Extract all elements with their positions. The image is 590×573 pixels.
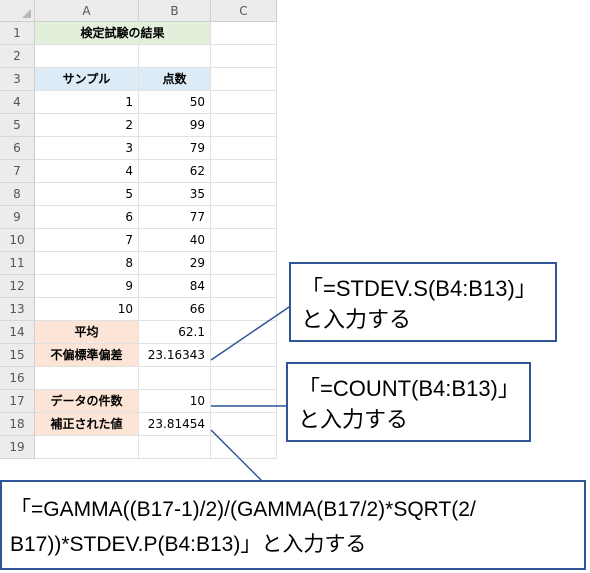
header-score[interactable]: 点数 [139, 68, 211, 91]
row-header-2[interactable]: 2 [0, 45, 35, 68]
callout-count-formula: 「=COUNT(B4:B13)」 [298, 376, 520, 401]
mean-label[interactable]: 平均 [35, 321, 139, 344]
cell-c2[interactable] [211, 45, 277, 68]
callout-stdev: 「=STDEV.S(B4:B13)」 と入力する [289, 262, 557, 342]
cell-c12[interactable] [211, 275, 277, 298]
cell-a2[interactable] [35, 45, 139, 68]
row-header-6[interactable]: 6 [0, 137, 35, 160]
score-cell[interactable]: 62 [139, 160, 211, 183]
stdev-value[interactable]: 23.16343 [139, 344, 211, 367]
callout-gamma-formula-line2: B17))*STDEV.P(B4:B13)」と入力する [10, 533, 367, 556]
row-header-4[interactable]: 4 [0, 91, 35, 114]
count-label[interactable]: データの件数 [35, 390, 139, 413]
score-cell[interactable]: 99 [139, 114, 211, 137]
callout-count-instruction: と入力する [298, 407, 409, 432]
row-header-15[interactable]: 15 [0, 344, 35, 367]
row-header-1[interactable]: 1 [0, 22, 35, 45]
callout-gamma: 「=GAMMA((B17-1)/2)/(GAMMA(B17/2)*SQRT(2/… [0, 480, 586, 570]
cell-c14[interactable] [211, 321, 277, 344]
score-cell[interactable]: 77 [139, 206, 211, 229]
row-header-11[interactable]: 11 [0, 252, 35, 275]
cell-c9[interactable] [211, 206, 277, 229]
row-header-5[interactable]: 5 [0, 114, 35, 137]
connector-gamma [210, 429, 263, 482]
cell-b19[interactable] [139, 436, 211, 459]
cell-c3[interactable] [211, 68, 277, 91]
column-header-c[interactable]: C [211, 0, 277, 22]
callout-count: 「=COUNT(B4:B13)」 と入力する [286, 362, 531, 442]
score-cell[interactable]: 66 [139, 298, 211, 321]
cell-a19[interactable] [35, 436, 139, 459]
score-cell[interactable]: 40 [139, 229, 211, 252]
cell-c15[interactable] [211, 344, 277, 367]
row-header-12[interactable]: 12 [0, 275, 35, 298]
sample-cell[interactable]: 1 [35, 91, 139, 114]
cell-c11[interactable] [211, 252, 277, 275]
cell-c17[interactable] [211, 390, 277, 413]
cell-c10[interactable] [211, 229, 277, 252]
score-cell[interactable]: 35 [139, 183, 211, 206]
cell-c7[interactable] [211, 160, 277, 183]
title-cell[interactable]: 検定試験の結果 [35, 22, 211, 45]
row-header-7[interactable]: 7 [0, 160, 35, 183]
cell-c5[interactable] [211, 114, 277, 137]
row-header-16[interactable]: 16 [0, 367, 35, 390]
header-sample[interactable]: サンプル [35, 68, 139, 91]
cell-c8[interactable] [211, 183, 277, 206]
column-header-a[interactable]: A [35, 0, 139, 22]
score-cell[interactable]: 50 [139, 91, 211, 114]
sample-cell[interactable]: 10 [35, 298, 139, 321]
sample-cell[interactable]: 2 [35, 114, 139, 137]
cell-c13[interactable] [211, 298, 277, 321]
stdev-label[interactable]: 不偏標準偏差 [35, 344, 139, 367]
cell-b16[interactable] [139, 367, 211, 390]
callout-stdev-instruction: と入力する [301, 307, 412, 332]
sample-cell[interactable]: 6 [35, 206, 139, 229]
mean-value[interactable]: 62.1 [139, 321, 211, 344]
cell-c1[interactable] [211, 22, 277, 45]
cell-a16[interactable] [35, 367, 139, 390]
cell-c19[interactable] [211, 436, 277, 459]
row-header-9[interactable]: 9 [0, 206, 35, 229]
row-header-18[interactable]: 18 [0, 413, 35, 436]
column-header-b[interactable]: B [139, 0, 211, 22]
cell-c18[interactable] [211, 413, 277, 436]
sample-cell[interactable]: 3 [35, 137, 139, 160]
sample-cell[interactable]: 5 [35, 183, 139, 206]
row-header-13[interactable]: 13 [0, 298, 35, 321]
sample-cell[interactable]: 8 [35, 252, 139, 275]
cell-c4[interactable] [211, 91, 277, 114]
row-header-10[interactable]: 10 [0, 229, 35, 252]
cell-c16[interactable] [211, 367, 277, 390]
score-cell[interactable]: 79 [139, 137, 211, 160]
count-value[interactable]: 10 [139, 390, 211, 413]
corner-triangle-icon [22, 9, 31, 18]
callout-gamma-formula-line1: 「=GAMMA((B17-1)/2)/(GAMMA(B17/2)*SQRT(2/ [10, 498, 476, 521]
score-cell[interactable]: 84 [139, 275, 211, 298]
row-header-3[interactable]: 3 [0, 68, 35, 91]
cell-b2[interactable] [139, 45, 211, 68]
corrected-value[interactable]: 23.81454 [139, 413, 211, 436]
row-header-14[interactable]: 14 [0, 321, 35, 344]
score-cell[interactable]: 29 [139, 252, 211, 275]
row-header-17[interactable]: 17 [0, 390, 35, 413]
sample-cell[interactable]: 7 [35, 229, 139, 252]
corrected-label[interactable]: 補正された値 [35, 413, 139, 436]
cell-c6[interactable] [211, 137, 277, 160]
callout-stdev-formula: 「=STDEV.S(B4:B13)」 [301, 276, 537, 301]
sample-cell[interactable]: 4 [35, 160, 139, 183]
row-header-8[interactable]: 8 [0, 183, 35, 206]
row-header-19[interactable]: 19 [0, 436, 35, 459]
select-all-corner[interactable] [0, 0, 35, 22]
sample-cell[interactable]: 9 [35, 275, 139, 298]
connector-stdev [210, 304, 293, 361]
